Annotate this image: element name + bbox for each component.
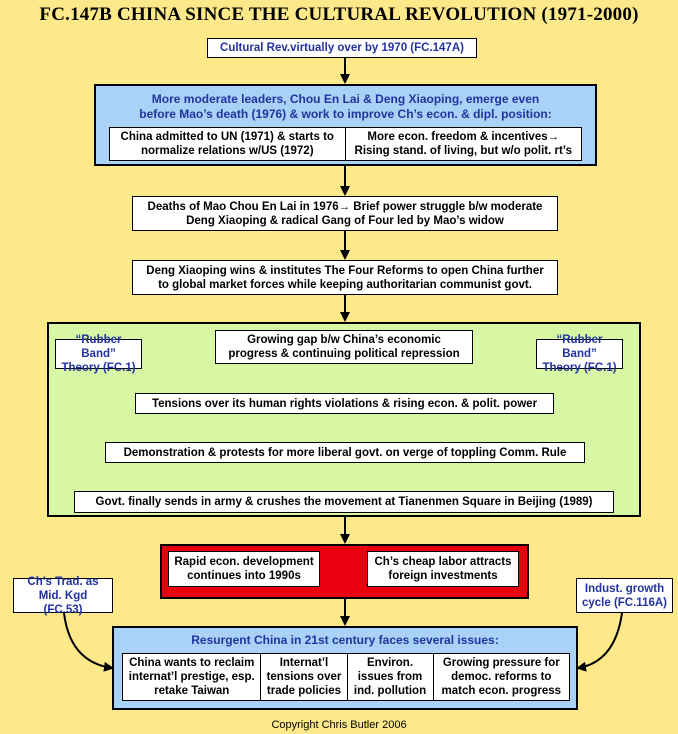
gap-line1: Growing gap b/w China’s economic <box>247 334 441 346</box>
deng-reforms-box: Deng Xiaoping wins & institutes The Four… <box>132 260 558 295</box>
tiananmen-text: Govt. finally sends in army & crushes th… <box>95 496 593 508</box>
rapid-line1: Rapid econ. development <box>174 556 314 568</box>
arrow-side-left <box>63 612 114 672</box>
growing-gap-box: Growing gap b/w China’s economic progres… <box>215 330 473 364</box>
issue2-line2: tensions over <box>266 671 342 683</box>
rapid-line2: continues into 1990s <box>187 570 301 582</box>
econ-freedom-cell: More econ. freedom & incentives→ Rising … <box>345 127 582 161</box>
deaths-box: Deaths of Mao Chou En Lai in 1976→ Brief… <box>132 196 558 231</box>
moderate-leaders-header: More moderate leaders, Chou En Lai & Den… <box>96 92 595 122</box>
copyright-text: Copyright Chris Butler 2006 <box>271 719 407 731</box>
moderate-leaders-panel: More moderate leaders, Chou En Lai & Den… <box>94 84 597 166</box>
econ-line2: Rising stand. of living, but w/o polit. … <box>354 145 572 157</box>
labor-line2: foreign investments <box>388 570 498 582</box>
rapid-development-box: Rapid econ. development continues into 1… <box>168 551 320 587</box>
deng-line1: Deng Xiaoping wins & institutes The Four… <box>146 264 544 277</box>
rubber-right-line2: Theory (FC.1) <box>542 362 617 374</box>
tensions-box: Tensions over its human rights violation… <box>135 393 554 414</box>
issues-header: Resurgent China in 21st century faces se… <box>191 633 499 647</box>
indust-line2: cycle (FC.116A) <box>581 596 667 609</box>
un-admission-cell: China admitted to UN (1971) & starts to … <box>109 127 346 161</box>
issue2-line3: trade policies <box>266 685 342 697</box>
issue-environment-cell: Environ. issues from ind. pollution <box>347 653 434 701</box>
industrial-growth-link[interactable]: Indust. growth cycle (FC.116A) <box>576 578 673 613</box>
demonstration-box: Demonstration & protests for more libera… <box>105 442 585 463</box>
arrow-side-right <box>576 612 623 672</box>
issue3-line3: ind. pollution <box>353 685 427 697</box>
labor-line1: Ch’s cheap labor attracts <box>374 556 512 568</box>
top-link-text: Cultural Rev.virtually over by 1970 (FC.… <box>220 42 464 54</box>
rubber-left-line1: “Rubber Band” <box>75 334 122 360</box>
issue4-line1: Growing pressure for <box>442 657 560 669</box>
tensions-text: Tensions over its human rights violation… <box>151 397 538 410</box>
issues-panel: Resurgent China in 21st century faces se… <box>112 626 578 710</box>
gap-line2: progress & continuing political repressi… <box>228 348 460 360</box>
mid-kgd-line1: Ch’s Trad. as <box>27 575 99 588</box>
deaths-line2: Deng Xiaoping & radical Gang of Four led… <box>186 214 504 227</box>
issue1-line1: China wants to reclaim <box>129 657 255 669</box>
deaths-line1: Deaths of Mao Chou En Lai in 1976→ Brief… <box>147 200 543 213</box>
econ-line1: More econ. freedom & incentives→ <box>367 131 560 143</box>
issue3-line1: Environ. <box>367 657 414 669</box>
rubber-band-right-link[interactable]: “Rubber Band” Theory (FC.1) <box>536 334 623 374</box>
issue1-line2: internat’l prestige, esp. <box>128 671 255 683</box>
issue4-line2: democ. reforms to <box>451 671 552 683</box>
tiananmen-box: Govt. finally sends in army & crushes th… <box>74 491 614 513</box>
rubber-band-left-link[interactable]: “Rubber Band” Theory (FC.1) <box>55 334 142 374</box>
issue3-line2: issues from <box>357 671 423 683</box>
page-title: FC.147B CHINA SINCE THE CULTURAL REVOLUT… <box>39 4 639 25</box>
cheap-labor-box: Ch’s cheap labor attracts foreign invest… <box>367 551 519 587</box>
rubber-right-line1: “Rubber Band” <box>556 334 603 360</box>
un-line1: China admitted to UN (1971) & starts to <box>120 131 334 143</box>
issue-trade-cell: Internat’l tensions over trade policies <box>261 653 348 701</box>
moderate-header-line1: More moderate leaders, Chou En Lai & Den… <box>151 92 540 106</box>
issue-taiwan-cell: China wants to reclaim internat’l presti… <box>122 653 262 701</box>
deng-line2: to global market forces while keeping au… <box>158 278 532 291</box>
mid-kgd-line2: Mid. Kgd (FC.53) <box>38 589 88 616</box>
rubber-left-line2: Theory (FC.1) <box>61 362 136 374</box>
issue2-line1: Internat’l <box>279 657 329 669</box>
middle-kingdom-link[interactable]: Ch’s Trad. as Mid. Kgd (FC.53) <box>13 575 113 616</box>
moderate-header-line2: before Mao’s death (1976) & work to impr… <box>139 107 552 121</box>
issue4-line3: match econ. progress <box>441 685 562 697</box>
top-link-box[interactable]: Cultural Rev.virtually over by 1970 (FC.… <box>207 38 477 58</box>
indust-line1: Indust. growth <box>584 582 665 595</box>
issue-democracy-cell: Growing pressure for democ. reforms to m… <box>433 653 571 701</box>
issue1-line3: retake Taiwan <box>154 685 230 697</box>
demonstration-text: Demonstration & protests for more libera… <box>123 446 567 459</box>
un-line2: normalize relations w/US (1972) <box>140 145 314 157</box>
